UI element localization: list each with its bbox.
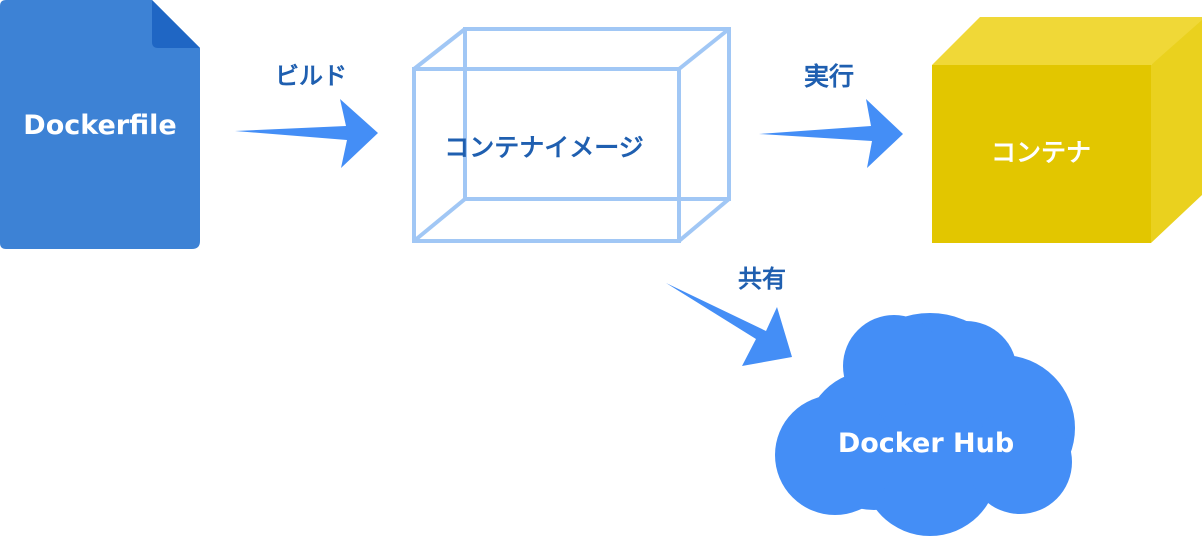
solid-cube-icon	[932, 17, 1202, 243]
run-edge: 実行	[759, 62, 903, 168]
run-arrow	[759, 99, 903, 168]
cloud-icon	[775, 313, 1075, 536]
file-fold-corner	[152, 0, 200, 48]
build-arrow	[235, 99, 378, 168]
container-label: コンテナ	[991, 138, 1091, 167]
share-arrow	[666, 283, 792, 366]
wireframe-cube-icon	[412, 27, 731, 243]
cube-side-face	[1151, 20, 1202, 243]
image-label: コンテナイメージ	[444, 133, 644, 162]
share-label: 共有	[738, 265, 786, 293]
cube-front-face	[932, 65, 1151, 243]
cube-top-face	[932, 17, 1202, 65]
hub-node: Docker Hub	[775, 313, 1075, 536]
dockerfile-node: Dockerfile	[0, 0, 200, 249]
build-label: ビルド	[275, 62, 347, 90]
build-edge: ビルド	[235, 62, 378, 168]
file-icon	[0, 0, 200, 249]
image-node: コンテナイメージ	[412, 27, 731, 243]
hub-label: Docker Hub	[838, 428, 1014, 459]
run-label: 実行	[804, 62, 854, 91]
share-edge: 共有	[666, 265, 792, 366]
container-node: コンテナ	[932, 17, 1202, 243]
dockerfile-label: Dockerfile	[23, 110, 176, 141]
